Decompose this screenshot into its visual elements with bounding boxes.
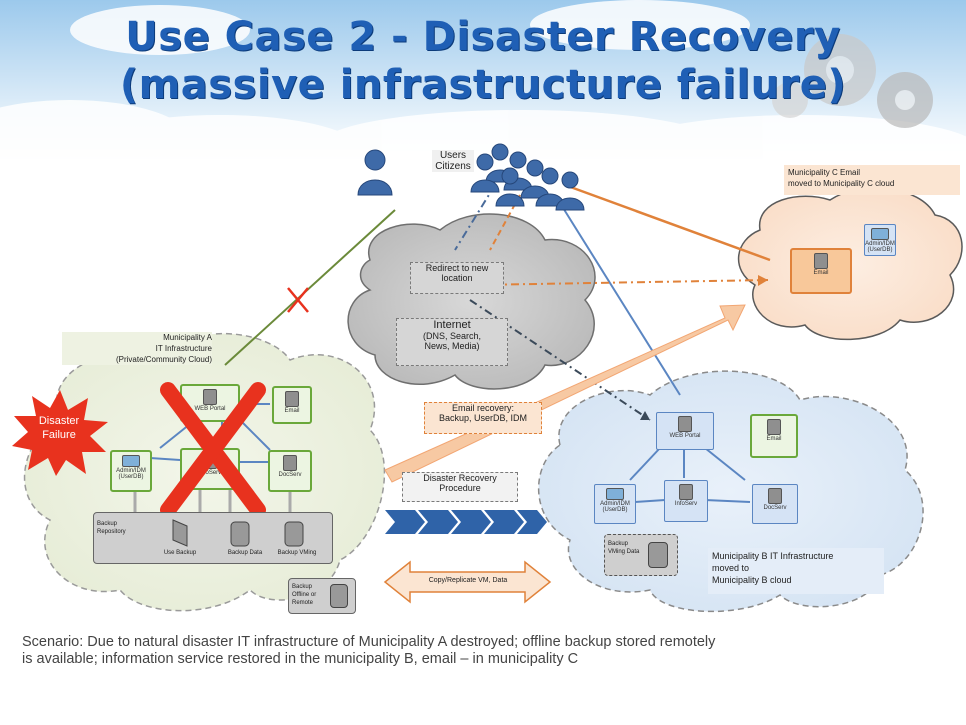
server-icon xyxy=(285,391,299,407)
internet-title: Internet xyxy=(433,319,471,331)
dr-procedure-box: Disaster Recovery Procedure xyxy=(402,472,518,502)
a-docserv-label: DocServ xyxy=(278,472,302,478)
municipality-a-label: Municipality A IT Infrastructure (Privat… xyxy=(62,332,212,365)
b-backup-label: Backup VMing Data xyxy=(608,541,640,555)
users-label-line1: Users xyxy=(439,150,467,161)
dr-procedure-line1: Disaster Recovery xyxy=(423,473,497,483)
municipality-b-line2: moved to xyxy=(712,563,750,573)
redirect-line1: Redirect to new xyxy=(425,263,489,273)
municipality-b-line3: Municipality B cloud xyxy=(712,575,792,585)
a-use-backup-label: Use Backup xyxy=(163,550,197,556)
b-web-portal-label: WEB Portal xyxy=(669,433,701,439)
municipality-c-line2: moved to Municipality C cloud xyxy=(788,179,895,188)
monitor-icon xyxy=(871,228,889,240)
users-icon xyxy=(357,143,585,211)
offline-backup-label: Backup Offline or Remote xyxy=(292,584,317,606)
redirect-box: Redirect to new location xyxy=(410,262,504,294)
c-admin-idm: Admin/IDM (UserDB) xyxy=(864,224,896,256)
disaster-label: Disaster Failure xyxy=(34,414,84,442)
cloud-b-arrows xyxy=(629,447,751,503)
database-server-icon xyxy=(768,488,782,504)
a-admin-idm: Admin/IDM (UserDB) xyxy=(110,450,152,492)
database-server-icon xyxy=(679,484,693,500)
c-email: Email xyxy=(790,248,852,294)
destroyed-x-icon xyxy=(160,382,266,518)
broken-link-x xyxy=(287,287,309,313)
users-label: Users Citizens xyxy=(432,150,474,172)
a-admin-idm-label: Admin/IDM (UserDB) xyxy=(116,468,146,480)
c-admin-idm-label: Admin/IDM (UserDB) xyxy=(865,241,895,253)
municipality-c-label: Municipality C Email moved to Municipali… xyxy=(784,165,960,195)
c-email-label: Email xyxy=(813,270,829,276)
municipality-b-label: Municipality B IT Infrastructure moved t… xyxy=(708,548,884,594)
monitor-icon xyxy=(606,488,624,500)
b-docserv-label: DocServ xyxy=(763,505,787,511)
a-email: Email xyxy=(272,386,312,424)
scenario-text: Scenario: Due to natural disaster IT inf… xyxy=(22,634,952,668)
server-icon xyxy=(203,389,217,405)
server-icon xyxy=(678,416,692,432)
backup-storage-icons xyxy=(172,519,304,547)
internet-line3: News, Media) xyxy=(424,341,480,351)
users-to-b-line xyxy=(554,194,681,396)
offline-backup-drum-icon xyxy=(330,584,348,608)
a-infoserv-label: InfoServ xyxy=(198,470,222,476)
cloud-a-backup-arrows xyxy=(133,490,292,512)
a-email-label: Email xyxy=(284,408,300,414)
b-admin-idm-label: Admin/IDM (UserDB) xyxy=(600,501,630,513)
dr-procedure-line2: Procedure xyxy=(439,483,481,493)
b-web-portal: WEB Portal xyxy=(656,412,714,450)
municipality-b-line1: Municipality B IT Infrastructure xyxy=(712,551,834,561)
banner-clouds xyxy=(0,0,966,185)
disaster-starburst-icon xyxy=(12,390,108,476)
b-email-label: Email xyxy=(766,436,782,442)
title-line-2: (massive infrastructure failure) xyxy=(119,62,847,108)
municipality-a-line2: IT Infrastructure xyxy=(155,344,212,353)
internet-to-c-dashed xyxy=(474,279,769,286)
email-recovery-arrow xyxy=(384,304,746,483)
a-backup-vming-label: Backup VMing xyxy=(277,550,317,556)
redirect-line2: location xyxy=(441,273,473,283)
disaster-line1: Disaster xyxy=(38,415,80,427)
b-infoserv-label: InfoServ xyxy=(674,501,698,507)
b-backup-drum-icon xyxy=(648,542,668,568)
municipality-a-line1: Municipality A xyxy=(163,333,212,342)
monitor-icon xyxy=(122,455,140,467)
dr-chevrons xyxy=(385,510,547,534)
b-email: Email xyxy=(750,414,798,458)
users-to-a-line xyxy=(224,209,396,366)
b-admin-idm: Admin/IDM (UserDB) xyxy=(594,484,636,524)
users-to-c-line xyxy=(564,183,771,262)
users-to-internet-dashed xyxy=(454,184,496,251)
b-docserv: DocServ xyxy=(752,484,798,524)
database-server-icon xyxy=(283,455,297,471)
a-web-portal-label: WEB Portal xyxy=(194,406,226,412)
municipality-a-line3: (Private/Community Cloud) xyxy=(115,355,212,364)
a-docserv: DocServ xyxy=(268,450,312,492)
title-line-1: Use Case 2 - Disaster Recovery xyxy=(125,14,841,60)
a-backup-data-label: Backup Data xyxy=(227,550,263,556)
b-infoserv: InfoServ xyxy=(664,480,708,522)
users-label-line2: Citizens xyxy=(435,161,471,172)
scenario-line1: Scenario: Due to natural disaster IT inf… xyxy=(22,634,716,650)
server-icon xyxy=(767,419,781,435)
email-recovery-box: Email recovery: Backup, UserDB, IDM xyxy=(424,402,542,434)
server-icon xyxy=(814,253,828,269)
internet-line2: (DNS, Search, xyxy=(422,331,482,341)
email-recovery-line2: Backup, UserDB, IDM xyxy=(438,413,528,423)
disaster-line2: Failure xyxy=(42,429,76,441)
copy-replicate-label: Copy/Replicate VM, Data xyxy=(428,577,508,584)
gears-decoration xyxy=(772,34,933,128)
email-recovery-line1: Email recovery: xyxy=(451,403,514,413)
copy-replicate-arrow xyxy=(383,560,552,604)
municipality-c-line1: Municipality C Email xyxy=(788,168,861,177)
internet-box: Internet (DNS, Search, News, Media) xyxy=(396,318,508,366)
a-backup-repo-label: Backup Repository xyxy=(97,521,126,535)
scenario-line2: is available; information service restor… xyxy=(22,651,579,667)
